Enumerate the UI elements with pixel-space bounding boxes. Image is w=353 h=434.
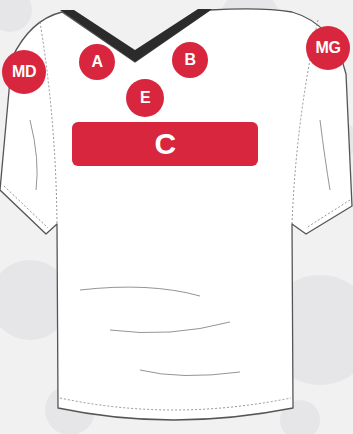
- sleeve-badge: MG: [306, 26, 350, 70]
- seams-and-folds: [4, 20, 350, 410]
- badge-letter: A: [91, 54, 102, 70]
- sleeve-badge: MD: [2, 50, 46, 94]
- badge-shape: [126, 79, 164, 117]
- chest-badge: A: [79, 44, 115, 80]
- badge-letter: MG: [316, 40, 341, 56]
- badge-shape: [79, 44, 115, 80]
- badge-shape: [306, 26, 350, 70]
- jersey-body: [0, 9, 352, 420]
- badge-letter: MD: [12, 64, 36, 80]
- chest-badge: B: [172, 42, 208, 78]
- badge-letter: B: [184, 52, 195, 68]
- front-panel: C: [72, 122, 258, 166]
- badge-shape: [72, 122, 258, 166]
- badge-shape: [2, 50, 46, 94]
- badge-letter: E: [140, 90, 150, 106]
- chest-badge: E: [126, 79, 164, 117]
- badge-shape: [172, 42, 208, 78]
- badge-letter: C: [154, 129, 175, 159]
